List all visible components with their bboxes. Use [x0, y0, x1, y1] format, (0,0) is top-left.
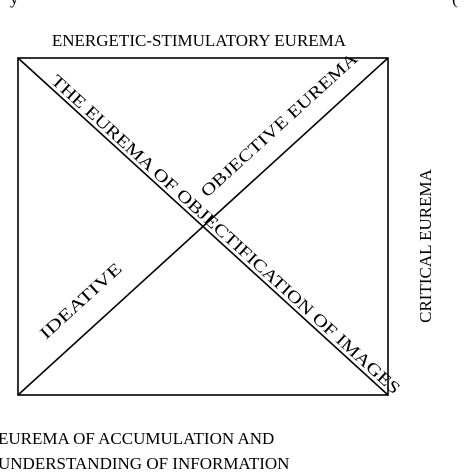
label-critical-eurema: CRITICAL EUREMA [416, 168, 435, 323]
header-fragment-right: ( [452, 0, 458, 8]
header-fragment-left: y [10, 0, 19, 8]
label-accumulation-line2: UNDERSTANDING OF INFORMATION [0, 454, 289, 473]
label-energetic-stimulatory: ENERGETIC-STIMULATORY EUREMA [52, 31, 347, 50]
diagonal-bottom-left-to-top-right [17, 57, 389, 396]
label-ideative: IDEATIVE [36, 259, 126, 343]
label-objective-eurema: OBJECTIVE EUREMA [197, 48, 362, 201]
label-accumulation-line1: EUREMA OF ACCUMULATION AND [0, 429, 274, 448]
label-objectification-of-images: THE EUREMA OF OBJECTIFICATION OF IMAGES [47, 71, 404, 398]
square-frame [17, 57, 389, 396]
